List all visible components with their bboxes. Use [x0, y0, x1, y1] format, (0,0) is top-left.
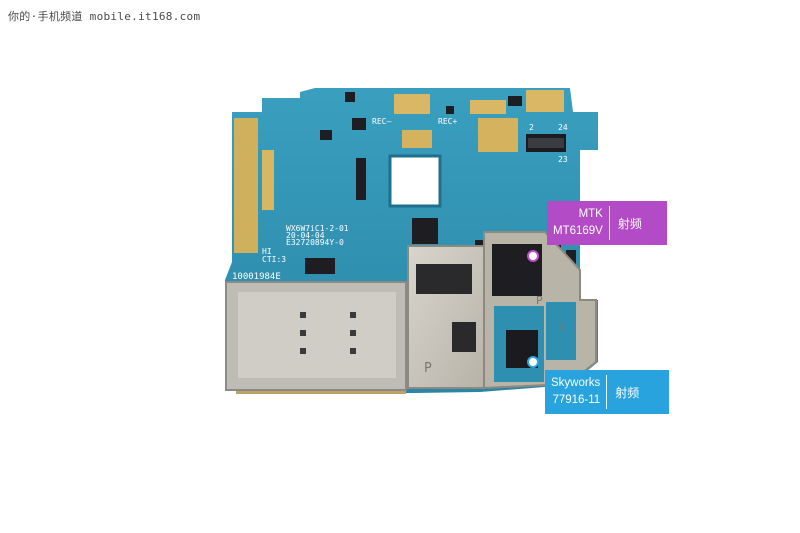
label-conn-23: 23 — [558, 155, 568, 164]
board-connector — [526, 134, 566, 152]
label-model: WX6W7iC1-2-01 — [286, 224, 349, 233]
label-shield-p1: P — [424, 361, 432, 376]
camera-cutout — [388, 154, 442, 208]
label-rec-plus: REC+ — [438, 117, 457, 126]
label-serial: 10001984E — [232, 272, 281, 282]
label-shield-p3: P — [558, 322, 565, 335]
callout-skyworks-divider — [606, 375, 608, 409]
callout-mtk-divider — [608, 206, 610, 240]
label-hi: HI — [262, 247, 272, 256]
callout-skyworks: Skyworks 77916-11 射频 — [545, 370, 669, 414]
label-conn-24: 24 — [558, 123, 568, 132]
label-conn-2: 2 — [529, 123, 534, 132]
label-code: E32720894Y-0 — [286, 238, 344, 247]
gold-edge-contacts — [234, 90, 564, 394]
mtk-pointer-dot — [527, 250, 539, 262]
callout-mtk-vendor: MTK — [578, 208, 603, 220]
watermark-text: 你的·手机频道 mobile.it168.com — [8, 10, 201, 23]
callout-mtk: MTK MT6169V 射频 — [547, 201, 667, 245]
label-date: 20-04-04 — [286, 231, 325, 240]
skyworks-pointer-dot — [527, 356, 539, 368]
label-shield-p2: P — [536, 294, 543, 307]
callout-skyworks-lines: Skyworks 77916-11 — [545, 375, 606, 409]
callout-skyworks-tag: 射频 — [615, 385, 640, 400]
callout-mtk-tag: 射频 — [617, 216, 642, 231]
callout-mtk-part: MT6169V — [553, 225, 603, 237]
label-rec-minus: REC— — [372, 117, 391, 126]
sim-card-tray — [225, 281, 407, 391]
emi-shield-left — [407, 245, 485, 389]
callout-skyworks-part: 77916-11 — [552, 394, 601, 406]
callout-skyworks-vendor: Skyworks — [551, 377, 601, 389]
callout-mtk-lines: MTK MT6169V — [547, 206, 609, 240]
label-cti: CTI:3 — [262, 255, 286, 264]
emi-shield-rf — [483, 231, 597, 390]
